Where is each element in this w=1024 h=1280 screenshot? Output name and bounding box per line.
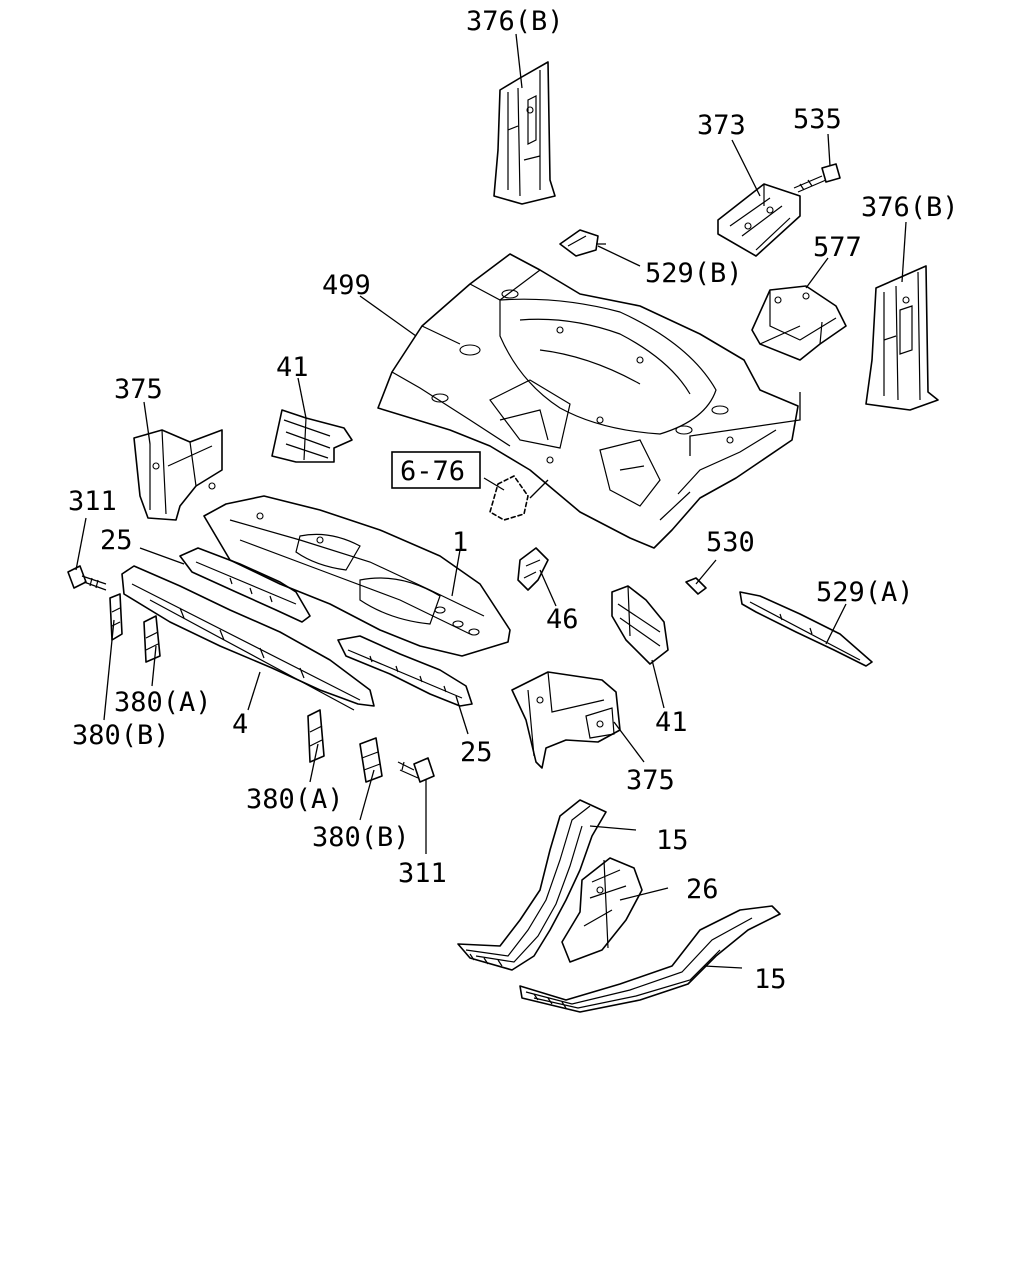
- part-380b-left: [109, 593, 123, 641]
- callout-41-right: 41: [655, 707, 688, 738]
- callout-380a-mid: 380(A): [246, 784, 344, 815]
- part-6-76-piece: [489, 475, 529, 521]
- part-530-clip: [685, 577, 707, 595]
- part-15-bottom-rail: [519, 905, 781, 1013]
- part-380a-left: [143, 615, 161, 663]
- part-25-bottom: [337, 635, 473, 707]
- callout-25-bottom: 25: [460, 737, 493, 768]
- part-1-front-floor: [203, 495, 511, 657]
- callout-375-bottom: 375: [626, 765, 675, 796]
- part-529a-strip: [739, 591, 873, 667]
- leader-lines: [75, 33, 907, 969]
- callout-labels: 376(B) 373 535 376(B) 529(B) 577 499 375…: [68, 6, 959, 995]
- part-26: [561, 857, 643, 963]
- part-380a-mid: [307, 709, 325, 763]
- part-375-left: [133, 429, 223, 521]
- part-529b-clip: [559, 229, 606, 257]
- callout-373: 373: [697, 110, 746, 141]
- callout-15-top: 15: [656, 825, 689, 856]
- part-535-bolt: [793, 163, 841, 193]
- part-499-rear-floor: [377, 253, 799, 549]
- callout-529b: 529(B): [645, 258, 743, 289]
- callout-529a: 529(A): [816, 577, 914, 608]
- part-380b-mid: [359, 737, 383, 783]
- part-41-right: [611, 585, 669, 665]
- callout-535: 535: [793, 104, 842, 135]
- callout-577: 577: [813, 232, 862, 263]
- callout-26: 26: [686, 874, 719, 905]
- ref-box-6-76: [391, 451, 481, 489]
- part-46: [517, 547, 549, 591]
- part-375-bottom: [511, 671, 621, 769]
- callout-376b-top: 376(B): [466, 6, 564, 37]
- callout-375-left: 375: [114, 374, 163, 405]
- callout-499: 499: [322, 270, 371, 301]
- ref-label-6-76: 6-76: [400, 456, 465, 487]
- callout-1: 1: [452, 527, 468, 558]
- callout-311-left: 311: [68, 486, 117, 517]
- part-577: [751, 285, 847, 361]
- callout-380b-left: 380(B): [72, 720, 170, 751]
- callout-46: 46: [546, 604, 579, 635]
- part-311-left-bolt: [67, 565, 107, 591]
- part-4-crossmember: [121, 565, 375, 711]
- part-373: [717, 183, 801, 257]
- part-376b-top: [493, 61, 556, 205]
- callout-41-top: 41: [276, 352, 309, 383]
- callout-25-top: 25: [100, 525, 133, 556]
- callout-4: 4: [232, 709, 248, 740]
- part-376b-right: [865, 265, 939, 411]
- part-25-top: [179, 547, 311, 623]
- callout-380a-left: 380(A): [114, 687, 212, 718]
- callout-380b-mid: 380(B): [312, 822, 410, 853]
- callout-376b-right: 376(B): [861, 192, 959, 223]
- callout-530: 530: [706, 527, 755, 558]
- callout-15-bottom: 15: [754, 964, 787, 995]
- part-311-bottom-bolt: [397, 757, 435, 783]
- part-15-top-rail: [457, 799, 607, 971]
- part-41-top: [271, 409, 353, 463]
- callout-311-bottom: 311: [398, 858, 447, 889]
